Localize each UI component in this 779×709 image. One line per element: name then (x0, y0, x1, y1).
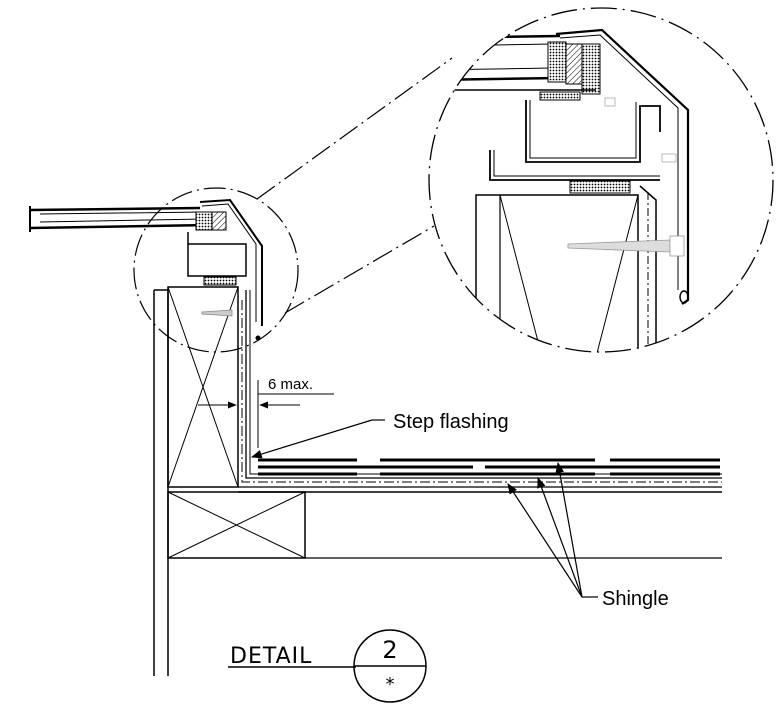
shingle-courses (258, 458, 720, 476)
detail-tag (228, 629, 427, 703)
main-section (153, 286, 722, 676)
detail-word: DETAIL (230, 644, 312, 669)
step-flashing-label: Step flashing (393, 411, 509, 433)
dimension-6max (198, 380, 334, 448)
shingle-leaders (507, 461, 598, 598)
detail-sheet: * (386, 674, 395, 695)
shingle-label: Shingle (602, 588, 669, 610)
detail-number: 2 (382, 636, 397, 664)
step-flashing-leader (250, 419, 385, 459)
enlarged-detail (429, 28, 690, 352)
dimension-label: 6 max. (268, 376, 313, 393)
detail-callout-circle (133, 187, 299, 353)
enlarged-callout-circle (428, 7, 774, 353)
enlargement-leaders (256, 57, 453, 314)
coping-small (29, 198, 263, 341)
